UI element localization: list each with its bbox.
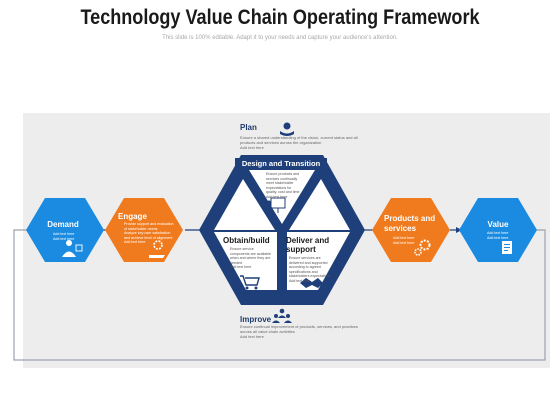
- obtain-bullets: Ensure service components are available …: [230, 247, 274, 270]
- team-icon: [272, 308, 292, 323]
- demand-bullet-1: Add text here: [53, 232, 75, 236]
- deliver-lower-segment: [287, 232, 350, 290]
- demand-hexagon: [26, 198, 104, 262]
- engage-bullet-2: Analyze key user satisfaction and achiev…: [124, 231, 173, 240]
- handshake-icon: [300, 278, 323, 288]
- design-bullet-2: Add text here: [266, 194, 288, 199]
- demand-bullet-2: Add text here: [53, 236, 75, 241]
- hand-globe-icon: [280, 122, 294, 136]
- presentation-icon: [266, 197, 286, 213]
- demand-bullets-visible: Add text here Add text here: [53, 232, 89, 241]
- engage-bullets: Provide support and evaluation of stakeh…: [124, 222, 176, 245]
- obtain-segment: [214, 179, 275, 230]
- design-bullet-1: Ensure products and services continually…: [266, 172, 300, 195]
- plan-title: Plan: [240, 123, 257, 132]
- products-bullets: Add text here Add text here: [393, 236, 433, 245]
- hand-gear-icon: [149, 240, 165, 258]
- page-subtitle: This slide is 100% editable. Adapt it to…: [162, 35, 398, 41]
- products-bullet-1: Add text here: [393, 236, 415, 240]
- deliver-bullet-2: Add text here: [289, 278, 311, 283]
- report-icon: [502, 241, 512, 254]
- improve-bullet-2: Add text here: [240, 334, 264, 339]
- cart-icon: [240, 275, 260, 290]
- plan-bullet-2: Add text here: [240, 145, 264, 150]
- design-bullets: Ensure products and services continually…: [266, 172, 302, 200]
- page-title: Technology Value Chain Operating Framewo…: [80, 6, 480, 29]
- engage-bullet-1: Provide support and evaluation of stakeh…: [124, 222, 174, 231]
- engage-label: Engage: [118, 212, 147, 221]
- engage-bullet-3: Add text here: [124, 240, 146, 245]
- products-bullet-2: Add text here: [393, 240, 415, 245]
- design-segment: [249, 170, 315, 224]
- deliver-segment: [289, 179, 350, 230]
- user-chart-icon: [62, 240, 83, 257]
- value-bullets: Add text here Add text here: [487, 231, 517, 240]
- value-bullet-1: Add text here: [487, 231, 509, 235]
- improve-title: Improve: [240, 315, 272, 324]
- engage-hexagon: [105, 198, 183, 262]
- deliver-title: Deliver and support: [286, 236, 330, 254]
- obtain-lower-segment: [214, 232, 277, 290]
- value-label: Value: [487, 220, 509, 229]
- obtain-bullet-2: Add text here: [230, 265, 252, 270]
- obtain-title: Obtain/build: [223, 236, 270, 245]
- improve-bullet-1: Ensure continual improvement of products…: [240, 324, 358, 334]
- obtain-bullet-1: Ensure service components are available …: [230, 247, 271, 265]
- feedback-loop-line: [13, 229, 546, 361]
- plan-text: Ensure a shared understanding of the vis…: [240, 135, 360, 150]
- improve-text: Ensure continual improvement of products…: [240, 324, 365, 339]
- deliver-bullets: Ensure services are delivered and suppor…: [289, 256, 335, 284]
- gears-icon: [414, 239, 431, 256]
- value-bullet-2: Add text here: [487, 235, 509, 240]
- products-label: Products and services: [384, 214, 436, 233]
- design-banner: Design and Transition: [235, 158, 327, 170]
- products-hexagon: [372, 198, 450, 262]
- value-hexagon: [459, 198, 537, 262]
- plan-bullet-1: Ensure a shared understanding of the vis…: [240, 135, 358, 145]
- demand-label: Demand: [47, 220, 79, 229]
- deliver-bullet-1: Ensure services are delivered and suppor…: [289, 256, 331, 279]
